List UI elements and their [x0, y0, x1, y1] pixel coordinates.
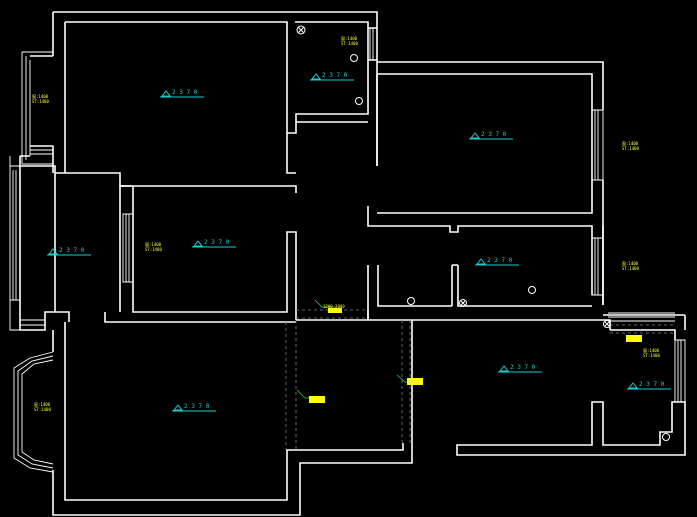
- strip-light-icon: 1200 3000: [314, 299, 345, 313]
- level-marker-icon: 2 3 7 0: [172, 403, 216, 412]
- window-note: 窗:1400 ST:1400: [643, 347, 660, 358]
- window-left-middle: [9, 156, 20, 331]
- downlight-icon: [662, 433, 670, 441]
- window-note: 窗:1400 ST:1400: [145, 241, 162, 252]
- level-value: 2 3 7 0: [204, 239, 230, 246]
- level-marker-icon: 2 3 7 0: [47, 247, 91, 256]
- window-note: 窗:1400 ST:1400: [622, 140, 639, 151]
- level-marker-icon: 2 3 7 0: [469, 131, 513, 140]
- svg-text:ST:1400: ST:1400: [643, 353, 660, 358]
- level-value: 2 3 7 0: [322, 72, 348, 79]
- svg-text:窗:1400: 窗:1400: [145, 241, 162, 247]
- window-right-lower: [591, 237, 604, 296]
- svg-text:窗:1400: 窗:1400: [341, 35, 358, 41]
- level-marker-icon: 2 3 7 0: [475, 257, 519, 266]
- svg-text:窗:1400: 窗:1400: [622, 260, 639, 266]
- level-value: 2 3 7 0: [510, 364, 536, 371]
- level-marker-icon: 2 3 7 0: [310, 72, 354, 81]
- svg-text:ST:1400: ST:1400: [32, 99, 49, 104]
- window-top-bath: [369, 28, 374, 60]
- svg-text:ST:1400: ST:1400: [341, 41, 358, 46]
- ceiling-dashed: [285, 309, 675, 450]
- downlight-icon: [528, 286, 536, 294]
- level-marker-icon: 2 3 7 0: [160, 89, 204, 98]
- level-value: 2 3 7 0: [639, 381, 665, 388]
- window-note: 窗:1400 ST:1400: [341, 35, 358, 46]
- window-notes: 窗:1400 ST:1400 窗:1400 ST:1400 窗:1400 ST:…: [32, 35, 660, 412]
- lamps: 1200 3000: [296, 299, 642, 403]
- downlight-icon: [350, 54, 358, 62]
- ceiling-fixture-icon: [296, 25, 306, 35]
- window-bay-lower-left: [13, 351, 54, 473]
- ceiling-fixture-icon: [603, 320, 611, 328]
- window-right-upper: [591, 109, 604, 181]
- level-markers: 2 3 7 0 2 3 7 0 2 3 7 0 2 3 7 0 2 3 7 0 …: [47, 72, 671, 412]
- downlight-icon: [407, 297, 415, 305]
- window-lower-right-side: [674, 339, 686, 403]
- windows: [9, 28, 686, 473]
- downlight-icon: [355, 97, 363, 105]
- level-value: 2 3 7 0: [172, 89, 198, 96]
- svg-text:窗:1400: 窗:1400: [643, 347, 660, 353]
- window-note: 窗:1400 ST:1400: [622, 260, 639, 271]
- small-label: 1200 3000: [323, 304, 345, 309]
- svg-text:ST:1400: ST:1400: [622, 146, 639, 151]
- strip-light-icon: [626, 335, 642, 342]
- strip-light-icon: [296, 389, 325, 403]
- svg-text:ST:1400: ST:1400: [145, 247, 162, 252]
- svg-text:ST:1400: ST:1400: [34, 407, 51, 412]
- svg-text:ST:1400: ST:1400: [622, 266, 639, 271]
- walls: [19, 11, 686, 516]
- level-value: 2 3 7 0: [487, 257, 513, 264]
- window-note: 窗:1400 ST:1400: [34, 401, 51, 412]
- level-marker-icon: 2 3 7 0: [192, 239, 236, 248]
- level-marker-icon: 2 3 7 0: [627, 381, 671, 390]
- window-note: 窗:1400 ST:1400: [32, 93, 49, 104]
- svg-text:窗:1400: 窗:1400: [34, 401, 51, 407]
- window-lower-right-top: [608, 312, 675, 322]
- level-value: 2 3 7 0: [184, 403, 210, 410]
- svg-text:窗:1400: 窗:1400: [622, 140, 639, 146]
- window-inner-left: [122, 213, 134, 283]
- ceiling-fixture-icon: [459, 299, 467, 307]
- level-marker-icon: 2 3 7 0: [498, 364, 542, 373]
- level-value: 2 3 7 0: [481, 131, 507, 138]
- level-value: 2 3 7 0: [59, 247, 85, 254]
- svg-text:窗:1400: 窗:1400: [32, 93, 49, 99]
- strip-light-icon: [396, 374, 423, 385]
- window-top-left: [21, 51, 53, 165]
- fixtures: [296, 25, 670, 441]
